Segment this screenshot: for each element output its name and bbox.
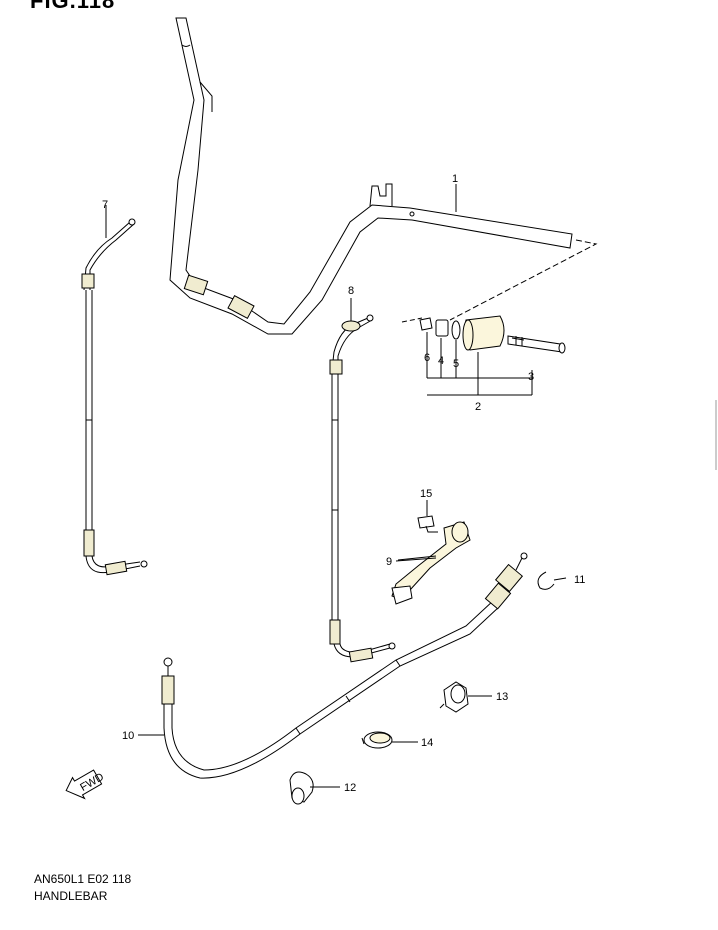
- callout-5: 5: [453, 358, 459, 370]
- handlebar-part: [169, 17, 598, 335]
- callout-1: 1: [452, 173, 458, 185]
- brake-cable: [161, 552, 528, 779]
- e-ring-part: [537, 571, 555, 590]
- callout-15: 15: [420, 488, 432, 500]
- throttle-cable-2: [329, 298, 396, 663]
- clamp-13-part: [439, 681, 469, 713]
- bracket-assembly: [391, 500, 471, 605]
- callout-7: 7: [102, 199, 108, 211]
- callout-6: 6: [424, 352, 430, 364]
- figure-title: FIG.118: [30, 0, 116, 13]
- callout-13: 13: [496, 691, 508, 703]
- callout-10: 10: [122, 730, 134, 742]
- callout-12: 12: [344, 782, 356, 794]
- balancer-assembly: [401, 315, 566, 396]
- callout-9: 9: [386, 556, 392, 568]
- callout-8: 8: [348, 285, 354, 297]
- callout-11: 11: [574, 574, 585, 586]
- fwd-arrow-label: FWD: [78, 771, 106, 794]
- clamp-12-part: [289, 771, 314, 805]
- callout-4: 4: [438, 355, 444, 367]
- footer-section-name: HANDLEBAR: [34, 889, 108, 903]
- callout-2: 2: [475, 401, 481, 413]
- clamp-14-part: [361, 731, 393, 749]
- callout-14: 14: [421, 737, 433, 749]
- throttle-cable-1: [81, 205, 148, 576]
- fwd-arrow-icon: FWD: [65, 769, 106, 800]
- footer-model-code: AN650L1 E02 118: [34, 872, 132, 886]
- callout-3: 3: [528, 371, 534, 383]
